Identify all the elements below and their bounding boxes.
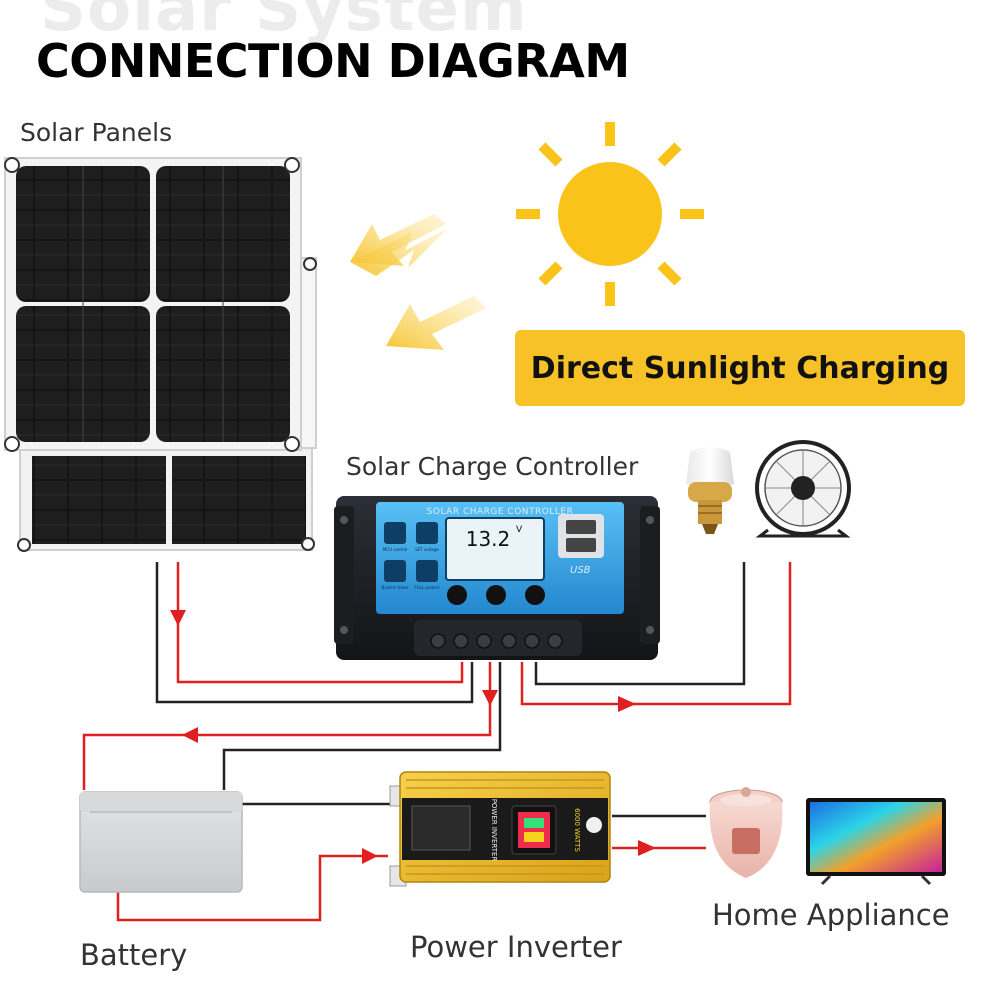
lcd-voltage-readout: 13.2 bbox=[466, 527, 511, 551]
set-label: SET voltage bbox=[415, 547, 439, 552]
lock-icon bbox=[416, 560, 438, 582]
sunlight-badge-text: Direct Sunlight Charging bbox=[530, 350, 950, 386]
fan-icon bbox=[755, 440, 851, 538]
usb-label: USB bbox=[570, 565, 591, 576]
television-icon bbox=[806, 798, 946, 886]
background-title: Solar System bbox=[40, 0, 528, 46]
sunlight-badge: Direct Sunlight Charging bbox=[515, 330, 965, 406]
lcd-voltage-unit: V bbox=[516, 525, 523, 535]
sun-icon bbox=[516, 122, 704, 306]
timer-icon bbox=[384, 560, 406, 582]
inverter-label: POWER INVERTER bbox=[490, 799, 498, 862]
mcu-label: MCU control bbox=[383, 547, 407, 552]
power-inverter-label: Power Inverter bbox=[410, 930, 622, 964]
controller-button-up[interactable] bbox=[486, 585, 506, 605]
page-title: CONNECTION DIAGRAM bbox=[36, 34, 630, 88]
controller-brand-text: SOLAR CHARGE CONTROLLER bbox=[427, 507, 574, 517]
wire-arrow-icon bbox=[170, 610, 656, 864]
battery-label: Battery bbox=[80, 938, 188, 972]
inverter-watts: 6000 WATTS bbox=[573, 808, 581, 852]
battery-icon bbox=[79, 791, 243, 893]
build-label: Build-in timer bbox=[381, 585, 408, 590]
power-inverter-icon bbox=[389, 771, 611, 887]
charge-controller-label: Solar Charge Controller bbox=[346, 452, 639, 481]
light-bulb-icon bbox=[686, 447, 734, 534]
solar-panels-label: Solar Panels bbox=[20, 118, 173, 147]
home-appliance-label: Home Appliance bbox=[712, 898, 950, 932]
full-label: FULL protect bbox=[414, 585, 440, 590]
sunlight-arrow-icon bbox=[350, 214, 448, 276]
mcu-icon bbox=[384, 522, 406, 544]
charge-controller bbox=[334, 496, 660, 660]
gear-icon bbox=[416, 522, 438, 544]
sunlight-arrow-icon bbox=[386, 296, 486, 350]
solar-panel-front bbox=[4, 157, 302, 452]
controller-button-down[interactable] bbox=[525, 585, 545, 605]
controller-button-menu[interactable] bbox=[447, 585, 467, 605]
lcd-display bbox=[445, 517, 545, 581]
solar-panel-back bbox=[17, 257, 317, 552]
rice-cooker-icon bbox=[709, 787, 783, 878]
